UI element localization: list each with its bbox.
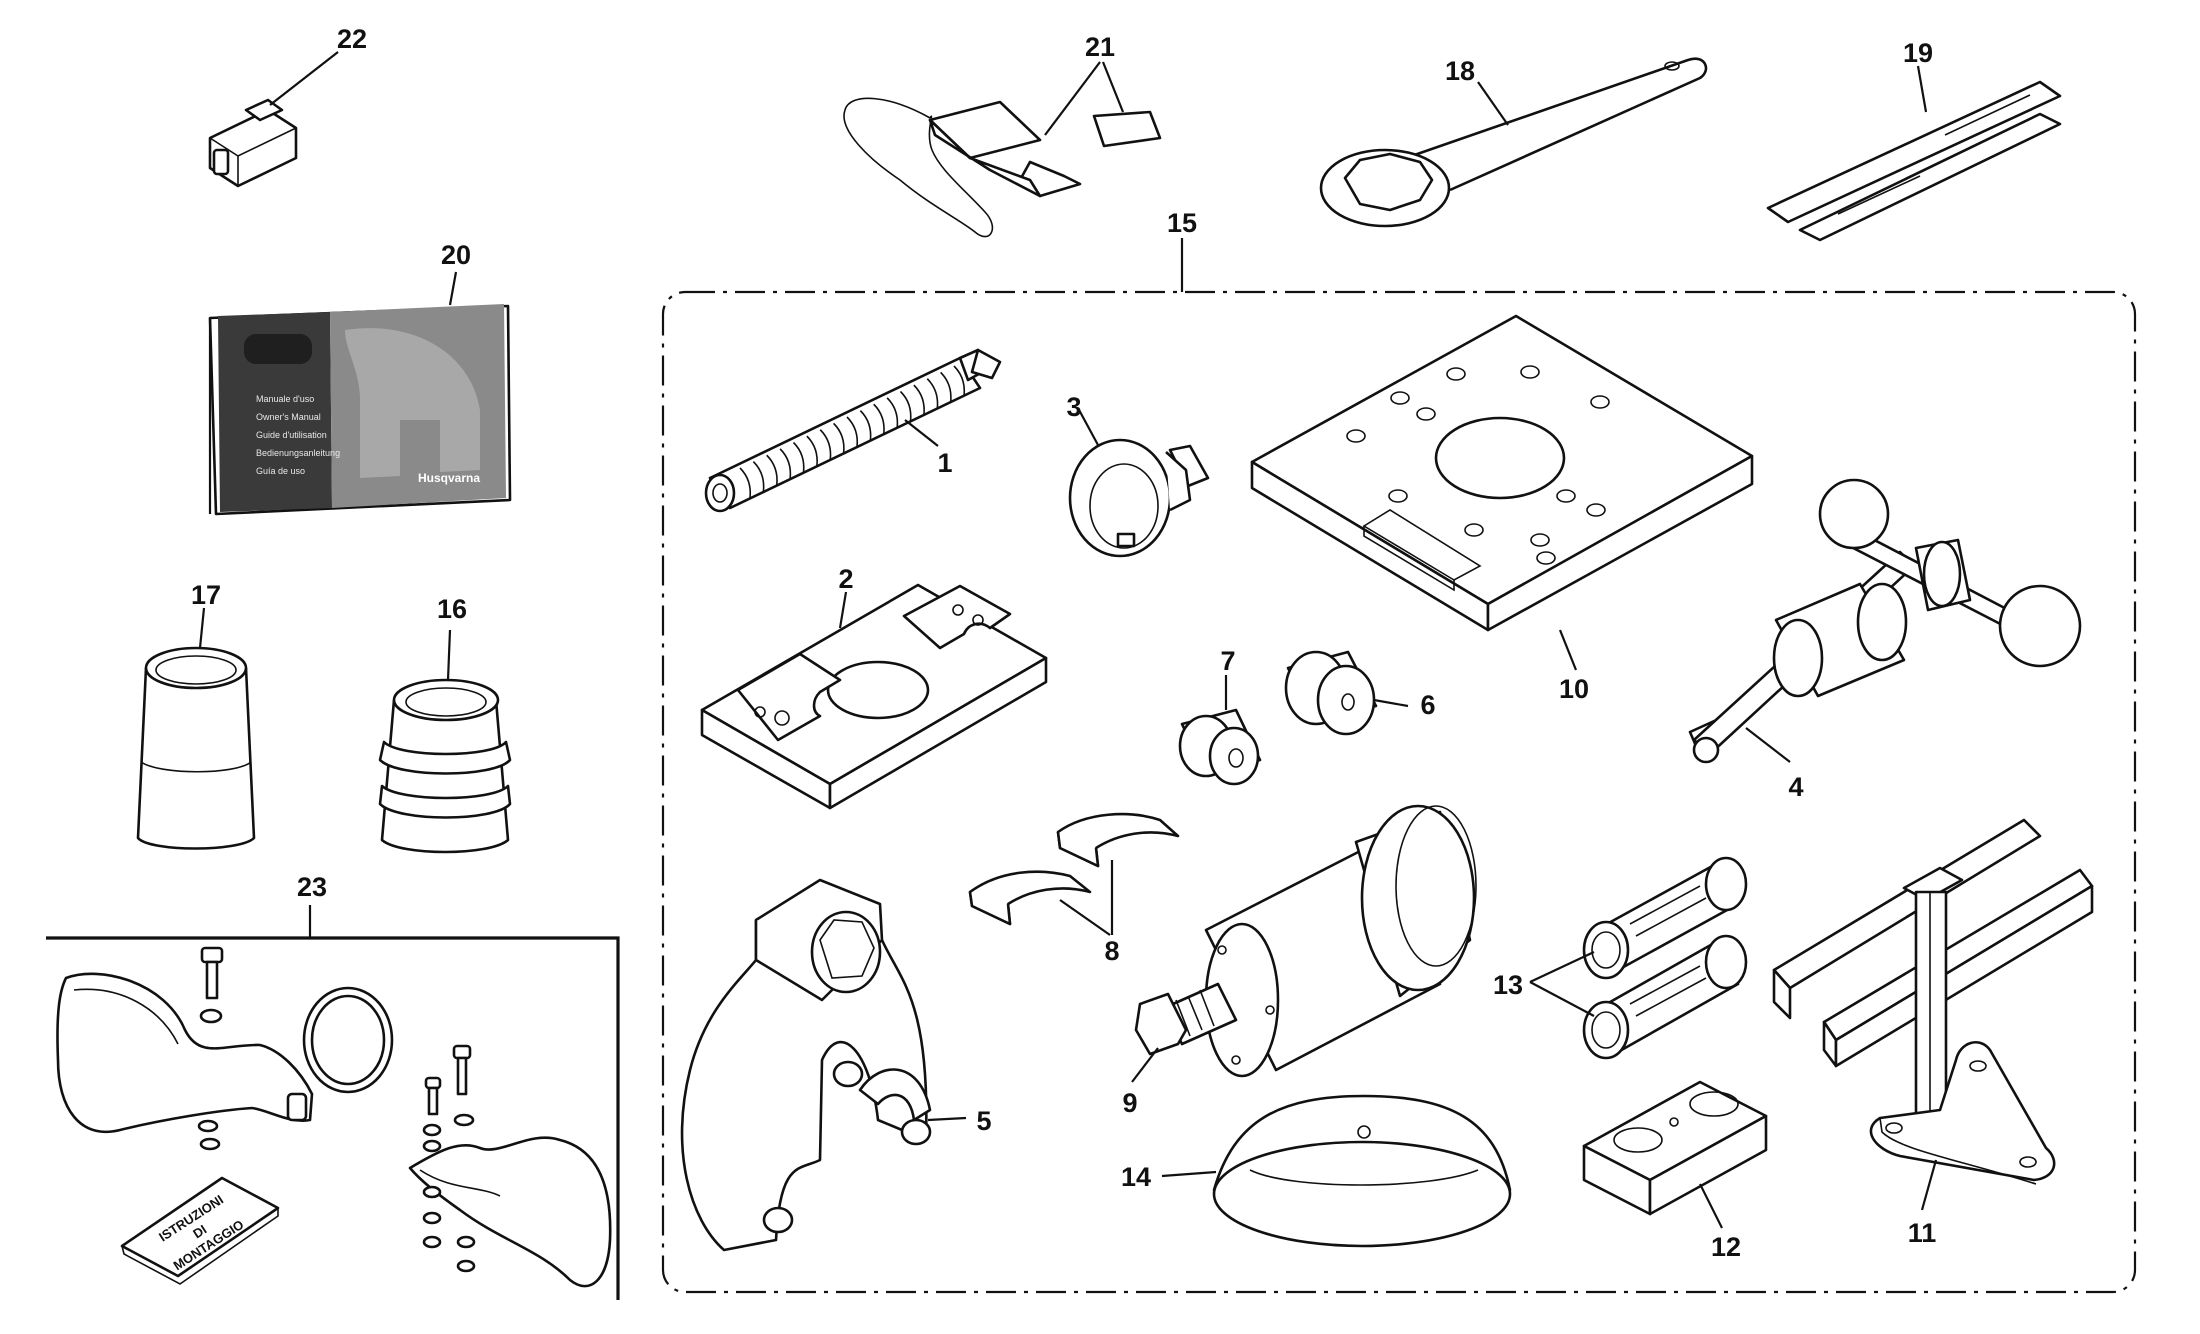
callout-2: 2 bbox=[838, 564, 853, 594]
thread-line bbox=[940, 371, 952, 403]
thread-line bbox=[766, 454, 778, 486]
part-4-t-handle-puller bbox=[1688, 478, 2082, 764]
thread-line bbox=[739, 467, 752, 499]
callout-11: 11 bbox=[1908, 1218, 1937, 1248]
part-18-ring-wrench bbox=[1319, 57, 1708, 228]
callout-5: 5 bbox=[976, 1106, 991, 1136]
part-6-spacer bbox=[1284, 650, 1409, 736]
part-1-threaded-bar bbox=[704, 348, 1002, 513]
thread-line bbox=[859, 410, 872, 441]
part-17-sleeve bbox=[136, 607, 256, 850]
plate-hole bbox=[1346, 429, 1366, 443]
callout-19: 19 bbox=[1903, 38, 1933, 68]
callout-9: 9 bbox=[1122, 1088, 1137, 1118]
thread-line bbox=[926, 378, 939, 409]
booklet-line-1: Manuale d'uso bbox=[256, 394, 314, 404]
part-3-puller bbox=[1068, 407, 1210, 558]
callout-4: 4 bbox=[1788, 772, 1803, 802]
callout-21: 21 bbox=[1085, 32, 1115, 62]
callout-3: 3 bbox=[1066, 392, 1081, 422]
kit-23-enclosure bbox=[46, 905, 620, 1300]
part-7-spacer bbox=[1178, 675, 1262, 786]
callout-1: 1 bbox=[937, 448, 952, 478]
callout-20: 20 bbox=[441, 240, 471, 270]
thread-line bbox=[806, 435, 818, 467]
callout-10: 10 bbox=[1559, 674, 1589, 704]
plate-hole bbox=[1520, 365, 1540, 379]
callout-17: 17 bbox=[191, 580, 221, 610]
plate-hole bbox=[1530, 533, 1550, 547]
booklet-line-5: Guía de uso bbox=[256, 466, 305, 476]
part-14-dish bbox=[1161, 1094, 1512, 1248]
part-19-slotted-gauge bbox=[1766, 65, 2062, 242]
callout-13: 13 bbox=[1493, 970, 1523, 1000]
plate-hole bbox=[1586, 503, 1606, 517]
part-20-owners-manual: Manuale d'uso Owner's Manual Guide d'uti… bbox=[208, 271, 512, 516]
callout-18: 18 bbox=[1445, 56, 1475, 86]
callout-numbers: 1 2 3 4 5 6 7 8 9 10 11 12 13 14 15 16 1… bbox=[191, 24, 1936, 1262]
thread-line bbox=[873, 403, 885, 435]
booklet-brand: Husqvarna bbox=[418, 471, 480, 485]
part-10-mounting-plate bbox=[1250, 314, 1754, 671]
callout-7: 7 bbox=[1220, 646, 1235, 676]
callout-8: 8 bbox=[1104, 936, 1119, 966]
plate-hole bbox=[1536, 551, 1556, 565]
plate-hole bbox=[1556, 489, 1576, 503]
callout-12: 12 bbox=[1711, 1232, 1741, 1262]
callout-15: 15 bbox=[1167, 208, 1197, 238]
thread-line bbox=[819, 429, 832, 460]
thread-line bbox=[846, 416, 859, 448]
thread-line bbox=[913, 384, 925, 416]
thread-line bbox=[752, 461, 765, 492]
plate-hole bbox=[1446, 367, 1466, 381]
thread-line bbox=[953, 365, 966, 397]
part-11-fixture-stand bbox=[1772, 818, 2094, 1211]
callout-22: 22 bbox=[337, 24, 367, 54]
thread-line bbox=[899, 390, 912, 422]
part-23-handguard-kit: ISTRUZIONI DI MONTAGGIO bbox=[56, 946, 612, 1288]
callout-6: 6 bbox=[1420, 690, 1435, 720]
booklet-line-3: Guide d'utilisation bbox=[256, 430, 327, 440]
part-12-block bbox=[1582, 1080, 1768, 1229]
part-13-slotted-sleeves bbox=[1529, 856, 1748, 1060]
part-2-base-plate bbox=[700, 583, 1048, 810]
part-21-usb-key bbox=[843, 61, 1162, 238]
plate-hole bbox=[1464, 523, 1484, 537]
callout-16: 16 bbox=[437, 594, 467, 624]
part-8-half-shells bbox=[968, 812, 1180, 936]
plate-hole bbox=[1416, 407, 1436, 421]
part-16-grooved-sleeve bbox=[378, 629, 512, 854]
callout-14: 14 bbox=[1121, 1162, 1151, 1192]
thread-line bbox=[792, 441, 805, 473]
callout-23: 23 bbox=[297, 872, 327, 902]
plate-hole bbox=[1590, 395, 1610, 409]
plate-hole bbox=[1388, 489, 1408, 503]
kit-15-enclosure bbox=[661, 238, 2137, 1294]
thread-line bbox=[833, 422, 845, 454]
plate-hole bbox=[1390, 391, 1410, 405]
booklet-line-4: Bedienungsanleitung bbox=[256, 448, 340, 458]
part-9-press-tool bbox=[1131, 804, 1477, 1083]
thread-line bbox=[779, 448, 792, 479]
booklet-line-2: Owner's Manual bbox=[256, 412, 321, 422]
part-22-connector bbox=[208, 51, 339, 188]
thread-line bbox=[886, 397, 899, 428]
part-5-fork-tool bbox=[680, 878, 967, 1252]
